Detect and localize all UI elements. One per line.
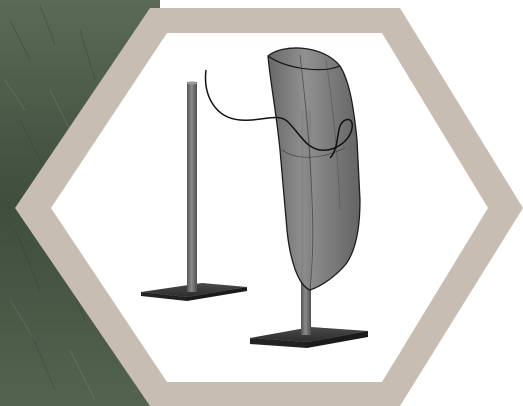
left-rod xyxy=(187,82,197,292)
